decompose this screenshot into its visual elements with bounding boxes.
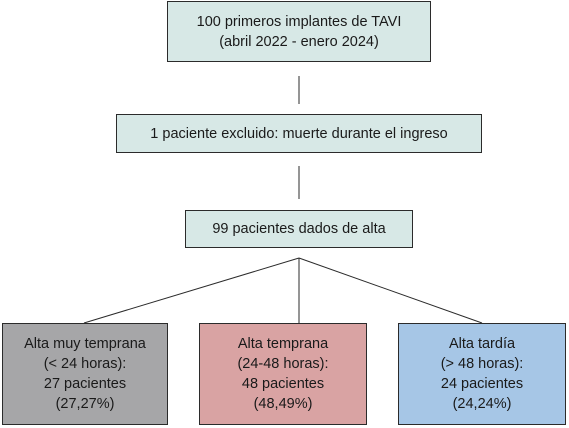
- connector-discharged-to-very-early: [83, 257, 300, 324]
- early-title: Alta temprana: [237, 336, 329, 352]
- initial-implants-title: 100 primeros implantes de TAVI: [196, 13, 402, 30]
- very-early-title: Alta muy temprana: [24, 336, 146, 352]
- box-very-early-discharge: Alta muy temprana (< 24 horas): 27 pacie…: [2, 323, 168, 425]
- very-early-range: (< 24 horas):: [43, 356, 127, 372]
- late-percent: (24,24%): [452, 396, 512, 412]
- early-count: 48 pacientes: [241, 376, 325, 392]
- discharged-patients-text: 99 pacientes dados de alta: [212, 221, 386, 237]
- initial-implants-period: (abril 2022 - enero 2024): [219, 33, 379, 50]
- connector-discharged-to-late: [298, 257, 483, 324]
- box-early-discharge: Alta temprana (24-48 horas): 48 paciente…: [199, 323, 367, 425]
- late-range: (> 48 horas):: [440, 356, 524, 372]
- late-count: 24 pacientes: [440, 376, 524, 392]
- box-discharged-patients: 99 pacientes dados de alta: [185, 210, 413, 248]
- very-early-percent: (27,27%): [55, 396, 115, 412]
- early-range: (24-48 horas):: [237, 356, 329, 372]
- box-excluded-patient: 1 paciente excluido: muerte durante el i…: [116, 114, 482, 153]
- very-early-count: 27 pacientes: [43, 376, 127, 392]
- late-title: Alta tardía: [448, 336, 516, 352]
- box-late-discharge: Alta tardía (> 48 horas): 24 pacientes (…: [398, 323, 566, 425]
- box-initial-implants: 100 primeros implantes de TAVI (abril 20…: [167, 1, 431, 62]
- excluded-patient-text: 1 paciente excluido: muerte durante el i…: [150, 125, 448, 142]
- early-percent: (48,49%): [253, 396, 313, 412]
